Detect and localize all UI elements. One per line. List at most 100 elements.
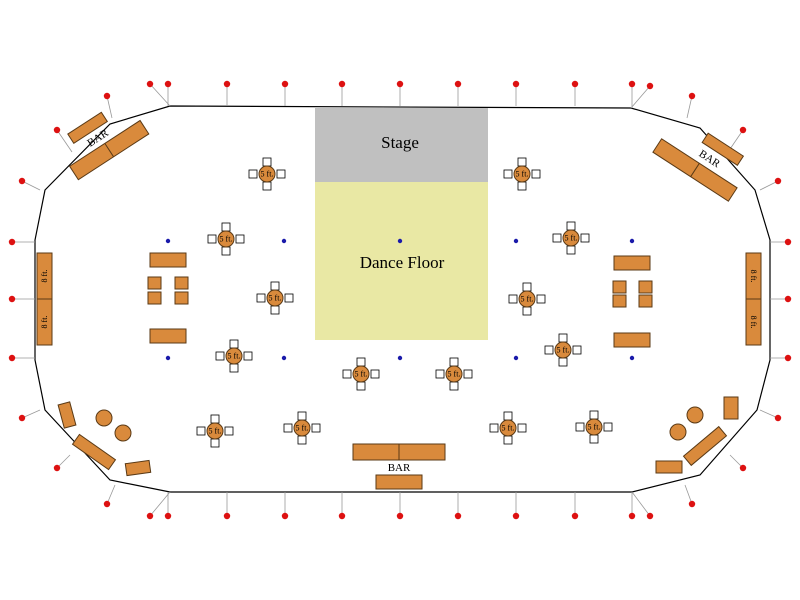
square-chair-icon: [262, 181, 272, 191]
table-size-label: 5 ft.: [261, 170, 274, 179]
table-size-label: 8 ft.: [40, 270, 49, 283]
square-chair-icon: [224, 426, 234, 436]
square-chair-icon: [342, 369, 352, 379]
round-table: 5 ft.: [196, 414, 234, 448]
square-chair-icon: [284, 293, 294, 303]
square-chair-icon: [270, 305, 280, 315]
red-dot-icon: [512, 512, 520, 520]
table-top: [266, 289, 284, 307]
red-dot-icon: [338, 512, 346, 520]
red-dot-icon: [164, 512, 172, 520]
round-table: 5 ft.: [544, 333, 582, 367]
square-chair-icon: [356, 357, 366, 367]
red-dot-icon: [103, 500, 111, 508]
post-line: [149, 83, 171, 107]
table-size-label: 5 ft.: [588, 423, 601, 432]
table-size-label: 5 ft.: [209, 427, 222, 436]
post-line: [21, 409, 41, 419]
red-dot-icon: [784, 295, 792, 303]
lounge-seating-left: [147, 252, 189, 344]
blue-dot-icon: [397, 355, 403, 361]
bar-back-counter: [701, 132, 745, 167]
table-size-label: 5 ft.: [269, 294, 282, 303]
blue-dot-icon: [165, 355, 171, 361]
square-chair-icon: [276, 169, 286, 179]
square-chair-icon: [508, 294, 518, 304]
square-chair-icon: [297, 411, 307, 421]
square-chair-icon: [449, 357, 459, 367]
round-table: 5 ft.: [256, 281, 294, 315]
red-dot-icon: [628, 512, 636, 520]
red-dot-icon: [646, 512, 654, 520]
red-dot-icon: [53, 126, 61, 134]
red-dot-icon: [18, 414, 26, 422]
red-dot-icon: [18, 177, 26, 185]
square-chair-icon: [522, 282, 532, 292]
post-line: [21, 180, 41, 191]
square-chair-icon: [221, 246, 231, 256]
square-chair-icon: [215, 351, 225, 361]
blue-dot-icon: [165, 238, 171, 244]
bar-back-counter: [375, 474, 423, 490]
table-size-label: 8 ft.: [749, 270, 758, 283]
red-dot-icon: [454, 512, 462, 520]
table-size-label: 5 ft.: [521, 295, 534, 304]
table-top: [499, 419, 517, 437]
table-top: [585, 418, 603, 436]
red-dot-icon: [396, 80, 404, 88]
square-chair-icon: [503, 169, 513, 179]
round-table: 5 ft.: [248, 157, 286, 191]
red-dot-icon: [454, 80, 462, 88]
bar-label: BAR: [388, 462, 411, 474]
table-size-label: 5 ft.: [228, 352, 241, 361]
square-chair-icon: [463, 369, 473, 379]
table-top: [258, 165, 276, 183]
square-chair-icon: [435, 369, 445, 379]
lounge-seating-right: [612, 255, 653, 348]
square-chair-icon: [210, 414, 220, 424]
table-top: [445, 365, 463, 383]
table-size-label: 5 ft.: [516, 170, 529, 179]
table-top: [352, 365, 370, 383]
table-top: [225, 347, 243, 365]
square-chair-icon: [262, 157, 272, 167]
post-line: [631, 491, 651, 517]
bar-upper-left: BAR: [67, 111, 150, 181]
red-dot-icon: [688, 92, 696, 100]
square-chair-icon: [522, 306, 532, 316]
blue-dot-icon: [513, 238, 519, 244]
red-dot-icon: [774, 414, 782, 422]
post-line: [106, 484, 116, 505]
bar-upper-right: BAR: [652, 132, 745, 202]
red-dot-icon: [281, 80, 289, 88]
lounge-corner-lower-left: [57, 401, 152, 477]
square-chair-icon: [517, 423, 527, 433]
lounge-corner-lower-right: [655, 396, 739, 474]
square-chair-icon: [572, 345, 582, 355]
dance-floor: [315, 182, 488, 340]
red-dot-icon: [512, 80, 520, 88]
square-chair-icon: [517, 181, 527, 191]
round-tables: 5 ft. 5 ft. 5 ft. 5 ft. 5 ft. 5 ft. 5 ft. 5 ft.…: [196, 157, 613, 448]
square-chair-icon: [566, 245, 576, 255]
post-line: [759, 409, 779, 419]
square-chair-icon: [196, 426, 206, 436]
red-dot-icon: [739, 464, 747, 472]
post-line: [630, 85, 651, 109]
table-size-label: 5 ft.: [296, 424, 309, 433]
table-size-label: 5 ft.: [220, 235, 233, 244]
post-line: [686, 95, 693, 119]
post-line: [56, 129, 73, 153]
square-chair-icon: [356, 381, 366, 391]
table-top: [513, 165, 531, 183]
round-table: 5 ft.: [503, 157, 541, 191]
red-dot-icon: [8, 354, 16, 362]
blue-dot-icon: [629, 238, 635, 244]
square-chair-icon: [503, 411, 513, 421]
post-line: [684, 484, 693, 505]
bar-back-counter: [67, 111, 109, 144]
blue-dot-icon: [281, 238, 287, 244]
red-dot-icon: [164, 80, 172, 88]
square-chair-icon: [370, 369, 380, 379]
red-dot-icon: [146, 512, 154, 520]
